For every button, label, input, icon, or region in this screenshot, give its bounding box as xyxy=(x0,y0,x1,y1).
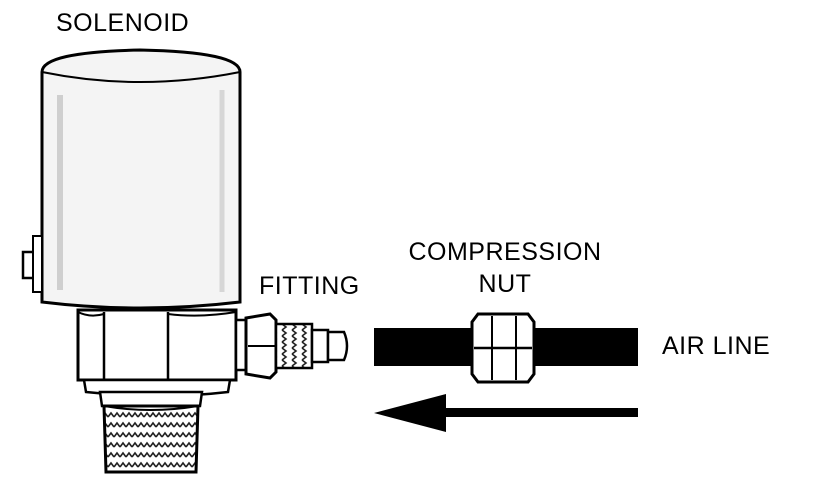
flow-direction-arrow xyxy=(374,394,638,432)
solenoid-label: SOLENOID xyxy=(56,9,190,37)
compression-nut-label-line1: COMPRESSION xyxy=(408,238,602,266)
fitting-label: FITTING xyxy=(259,272,360,300)
solenoid-body xyxy=(21,48,242,310)
hex-base xyxy=(76,308,238,408)
compression-nut-label: COMPRESSION NUT xyxy=(392,236,618,300)
fitting xyxy=(234,312,349,380)
air-line-label: AIR LINE xyxy=(662,332,771,360)
bottom-threaded-port xyxy=(102,404,200,474)
compression-nut xyxy=(470,312,536,384)
compression-nut-label-line2: NUT xyxy=(478,270,532,298)
